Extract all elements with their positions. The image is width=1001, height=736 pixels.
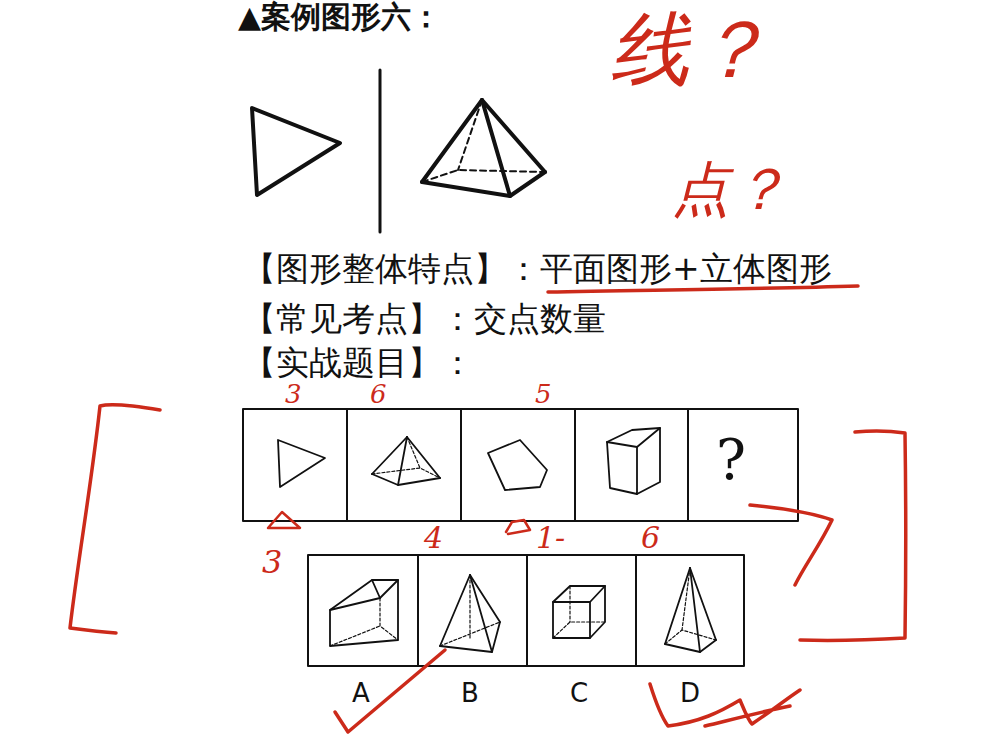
option-letter: A (352, 680, 370, 706)
option-letter: B (461, 680, 479, 706)
handwritten-count: 3 (285, 381, 302, 407)
section-heading: 【图形整体特点】： (243, 252, 540, 285)
handwritten-count: 1- (536, 523, 565, 553)
question-mark: ? (716, 432, 746, 488)
slide-title: ▲案例图形六： (238, 2, 441, 32)
handwritten-count: 6 (641, 523, 660, 553)
section-heading: 【常见考点】：交点数量 (243, 302, 606, 335)
section-heading: 【实战题目】： (243, 346, 474, 379)
handwritten-note: 点？ (672, 160, 788, 218)
handwritten-count: 4 (424, 523, 443, 553)
handwritten-note: 线？ (610, 10, 770, 90)
option-letter: C (570, 680, 588, 706)
handwritten-count: 5 (535, 381, 552, 407)
option-letter: D (680, 680, 700, 706)
handwritten-count: 6 (370, 381, 387, 407)
handwritten-count: 3 (262, 546, 282, 578)
feature-text: 平面图形+立体图形 (540, 252, 832, 285)
